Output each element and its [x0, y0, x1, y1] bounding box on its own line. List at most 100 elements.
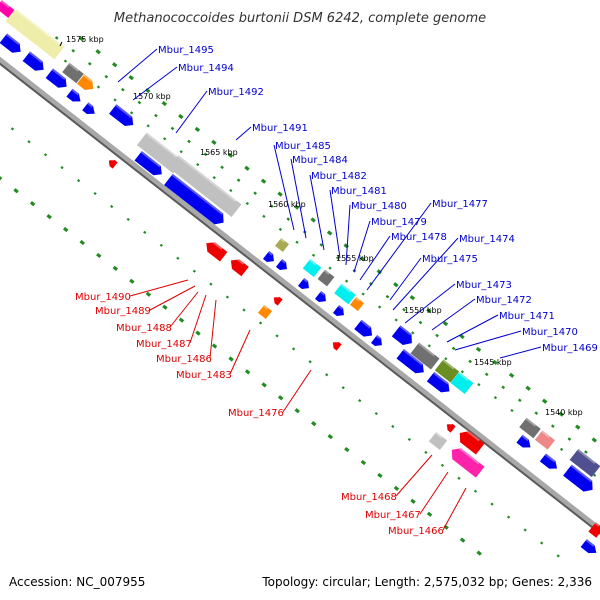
tick-mark — [360, 459, 367, 466]
gene-feature[interactable] — [22, 51, 48, 74]
gene-feature[interactable] — [168, 155, 242, 217]
gene-feature[interactable] — [134, 151, 165, 179]
gene-feature[interactable] — [317, 269, 335, 287]
tick-mark — [79, 239, 85, 246]
gene-feature[interactable] — [227, 255, 249, 277]
tick-mark — [146, 124, 150, 128]
tick-mark — [377, 472, 383, 479]
gene-label[interactable]: Mbur_1477 — [432, 199, 488, 210]
gene-feature[interactable] — [45, 68, 71, 91]
gene-feature[interactable] — [332, 304, 347, 319]
gene-label[interactable]: Mbur_1474 — [459, 234, 515, 245]
gene-label[interactable]: Mbur_1486 — [156, 354, 212, 365]
gene-label[interactable]: Mbur_1479 — [371, 217, 427, 228]
gene-feature[interactable] — [297, 277, 312, 292]
gene-label[interactable]: Mbur_1490 — [75, 292, 131, 303]
gene-feature[interactable] — [426, 371, 453, 396]
gene-label[interactable]: Mbur_1489 — [95, 306, 151, 317]
gene-feature[interactable] — [580, 539, 600, 557]
gene-label[interactable]: Mbur_1473 — [456, 280, 512, 291]
gene-feature[interactable] — [391, 325, 416, 348]
gene-feature[interactable] — [370, 334, 385, 349]
tick-mark — [163, 137, 167, 141]
gene-feature[interactable] — [5, 8, 65, 60]
gene-feature[interactable] — [62, 62, 84, 84]
gene-label[interactable]: Mbur_1495 — [158, 45, 214, 56]
tick-mark — [286, 217, 291, 221]
gene-label[interactable]: Mbur_1492 — [208, 87, 264, 98]
tick-label: 1575 kbp — [66, 35, 104, 44]
gene-feature[interactable] — [334, 283, 356, 305]
gene-feature[interactable] — [262, 250, 277, 265]
tick-mark — [440, 463, 445, 467]
gene-feature[interactable] — [349, 296, 365, 312]
gene-label[interactable]: Mbur_1478 — [391, 232, 447, 243]
gene-feature[interactable] — [455, 427, 485, 455]
leader-line — [345, 204, 351, 266]
gene-label[interactable]: Mbur_1472 — [476, 295, 532, 306]
gene-feature[interactable] — [77, 74, 97, 93]
gene-label[interactable]: Mbur_1467 — [365, 510, 421, 521]
gene-label[interactable]: Mbur_1466 — [388, 526, 444, 537]
tick-mark — [584, 450, 588, 454]
gene-feature[interactable] — [275, 258, 290, 273]
gene-feature[interactable] — [516, 434, 533, 452]
gene-label[interactable]: Mbur_1469 — [542, 343, 598, 354]
tick-mark — [228, 356, 234, 362]
gene-feature[interactable] — [302, 258, 322, 278]
gene-label[interactable]: Mbur_1480 — [351, 201, 407, 212]
gene-label[interactable]: Mbur_1485 — [275, 141, 331, 152]
gene-feature[interactable] — [106, 157, 118, 169]
gene-label[interactable]: Mbur_1488 — [116, 323, 172, 334]
gene-feature[interactable] — [271, 294, 283, 306]
tick-mark — [493, 395, 498, 400]
gene-feature[interactable] — [428, 431, 448, 451]
gene-feature[interactable] — [203, 238, 228, 262]
gene-feature[interactable] — [330, 339, 342, 351]
gene-feature[interactable] — [0, 0, 15, 18]
tick-mark — [129, 278, 135, 284]
tick-mark — [344, 446, 350, 453]
tick-mark — [484, 372, 489, 377]
gene-feature[interactable] — [66, 88, 83, 106]
gene-feature[interactable] — [82, 102, 98, 117]
gene-label[interactable]: Mbur_1484 — [292, 155, 348, 166]
gene-feature[interactable] — [396, 349, 427, 377]
gene-label[interactable]: Mbur_1470 — [522, 327, 578, 338]
gene-feature[interactable] — [450, 371, 474, 395]
gene-label[interactable]: Mbur_1491 — [252, 123, 308, 134]
gene-feature[interactable] — [410, 342, 440, 370]
gene-label[interactable]: Mbur_1476 — [228, 408, 284, 419]
gene-feature[interactable] — [354, 319, 376, 341]
gene-feature[interactable] — [569, 448, 600, 478]
gene-feature[interactable] — [539, 453, 560, 473]
gene-feature[interactable] — [314, 290, 329, 305]
gene-feature[interactable] — [0, 33, 24, 56]
tick-mark — [13, 188, 19, 194]
gene-feature[interactable] — [444, 421, 456, 433]
tick-mark — [374, 411, 378, 416]
tick-mark — [319, 243, 324, 247]
gene-label[interactable]: Mbur_1468 — [341, 492, 397, 503]
gene-feature[interactable] — [434, 359, 460, 383]
gene-feature[interactable] — [136, 132, 184, 174]
gene-feature[interactable] — [535, 430, 555, 450]
gene-label[interactable]: Mbur_1471 — [499, 311, 555, 322]
gene-feature[interactable] — [257, 304, 273, 320]
gene-feature[interactable] — [109, 104, 137, 129]
gene-feature[interactable] — [448, 444, 485, 478]
gene-feature[interactable] — [519, 417, 541, 439]
gene-label[interactable]: Mbur_1494 — [178, 63, 234, 74]
gene-feature[interactable] — [164, 173, 228, 228]
gene-label[interactable]: Mbur_1483 — [176, 370, 232, 381]
tick-mark — [78, 36, 85, 42]
gene-label[interactable]: Mbur_1481 — [331, 186, 387, 197]
gene-label[interactable]: Mbur_1487 — [136, 339, 192, 350]
gene-feature[interactable] — [274, 237, 290, 253]
tick-mark — [293, 204, 300, 210]
gene-label[interactable]: Mbur_1475 — [422, 254, 478, 265]
gene-label[interactable]: Mbur_1482 — [311, 171, 367, 182]
tick-mark — [110, 204, 114, 209]
gene-feature[interactable] — [563, 464, 597, 496]
